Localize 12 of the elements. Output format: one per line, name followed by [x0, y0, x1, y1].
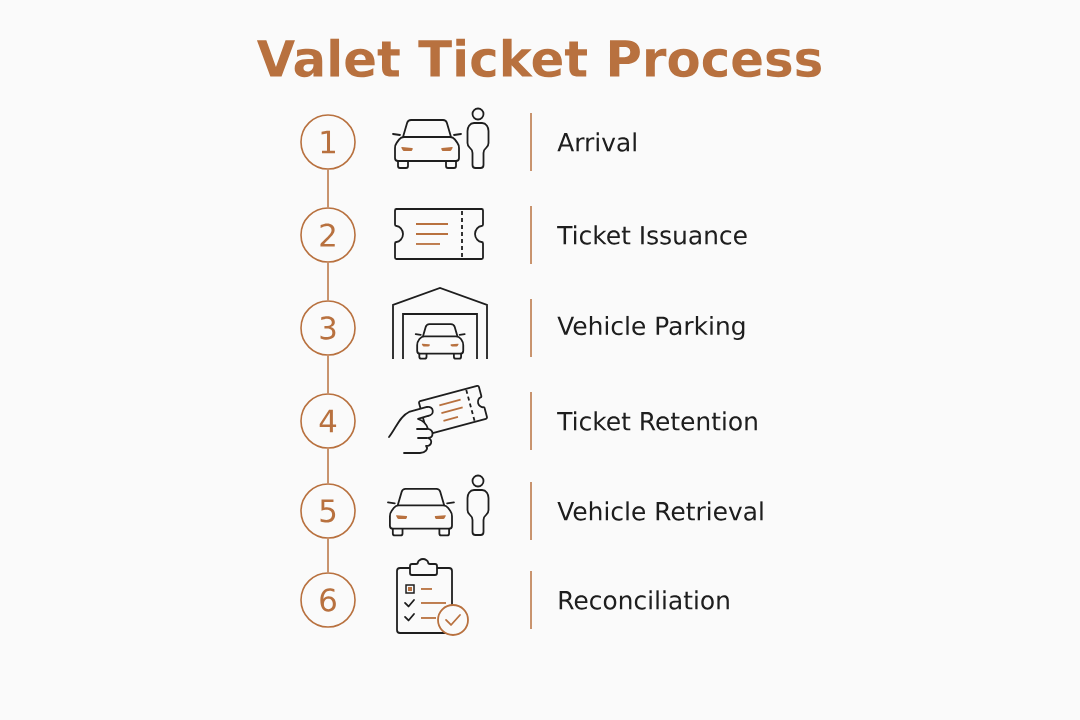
step-label: Vehicle Retrieval [557, 501, 763, 521]
step-label: Ticket Retention [557, 411, 757, 431]
connector-line [327, 448, 329, 484]
connector-line [327, 355, 329, 394]
connector-line [327, 169, 329, 208]
step-label: Arrival [557, 132, 636, 152]
step-label: Reconciliation [559, 590, 729, 610]
title: Valet Ticket Process [256, 38, 821, 78]
connector-line [327, 538, 329, 573]
step-label: Ticket Issuance [557, 225, 747, 245]
step-label: Vehicle Parking [557, 315, 745, 341]
connector-line [327, 262, 329, 301]
